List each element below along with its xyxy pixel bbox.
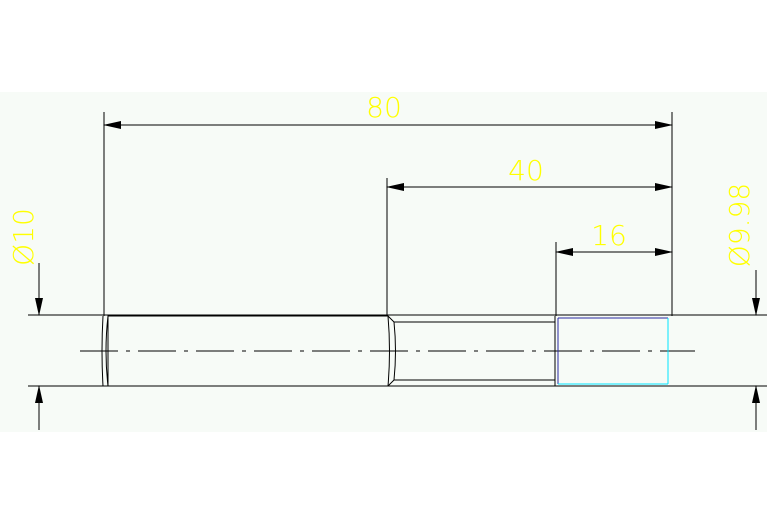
thread-section [557, 317, 669, 385]
extension-lines [103, 112, 673, 316]
dim-text-40: 40 [508, 154, 544, 187]
dim-text-80: 80 [366, 91, 402, 124]
shaft-body [101, 315, 556, 387]
dim-text-left-diameter: Ø10 [7, 208, 40, 266]
dim-text-16: 16 [591, 219, 627, 252]
dim-text-right-diameter: Ø9.98 [723, 183, 756, 267]
drawing-band [0, 92, 767, 432]
